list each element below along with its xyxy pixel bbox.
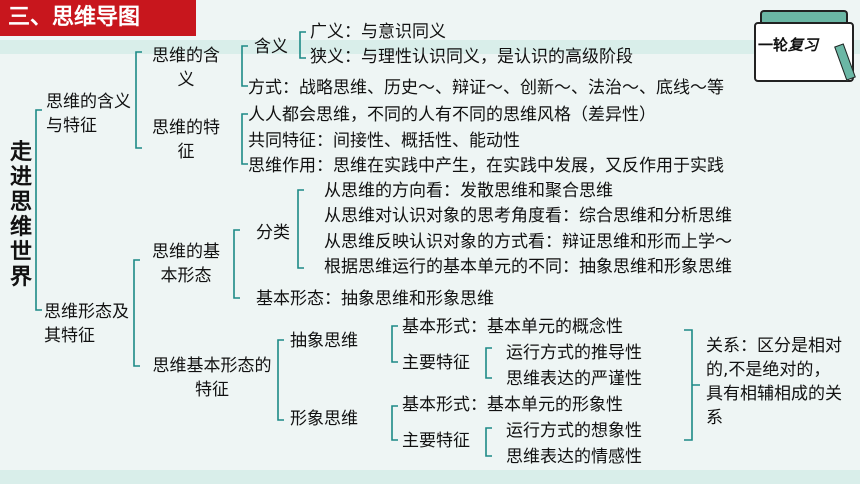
fenlei-bracket xyxy=(297,189,304,269)
category-4: 根据思维运行的基本单元的不同：抽象思维和形象思维 xyxy=(324,257,732,277)
meaning-bracket xyxy=(241,45,248,87)
basic-label: 思维的基本形态 xyxy=(152,242,220,286)
abstract-main-bracket xyxy=(485,347,492,379)
badge-label: 一轮复习 xyxy=(758,34,818,55)
image-label: 形象思维 xyxy=(290,409,358,429)
category-3: 从思维反映认识对象的方式看：辩证思维和形而上学～ xyxy=(324,232,732,252)
badge-clip xyxy=(760,10,848,24)
feature-item-2: 共同特征：间接性、概括性、能动性 xyxy=(248,131,520,151)
branch2-bracket xyxy=(133,259,140,367)
abstract-form: 基本形式：基本单元的概念性 xyxy=(402,317,623,337)
abstract-bracket xyxy=(391,325,398,363)
image-bracket xyxy=(391,405,398,441)
review-badge: 一轮复习 xyxy=(748,4,858,82)
badge-suffix: 复习 xyxy=(788,36,819,54)
abstract-m1: 运行方式的推导性 xyxy=(506,343,642,363)
category-1: 从思维的方向看：发散思维和聚合思维 xyxy=(324,181,613,201)
relation-text: 关系：区分是相对的,不是绝对的，具有相辅相成的关系 xyxy=(706,336,842,428)
image-main: 主要特征 xyxy=(402,431,470,451)
branch1-bracket xyxy=(135,51,142,149)
methods-text: 方式：战略思维、历史～、辩证～、创新～、法治～、底线～等 xyxy=(248,78,724,98)
image-m1: 运行方式的想象性 xyxy=(506,421,642,441)
root-bracket xyxy=(35,109,42,311)
hanyi-label: 含义 xyxy=(254,37,288,57)
branch1-label: 思维的含义与特征 xyxy=(46,92,131,136)
root-node: 走进思维世界 xyxy=(10,140,33,290)
background-stripe xyxy=(0,470,860,484)
background-stripe xyxy=(0,40,860,54)
image-form: 基本形式：基本单元的形象性 xyxy=(402,395,623,415)
relation-bracket xyxy=(684,329,700,441)
category-2: 从思维对认识对象的思考角度看：综合思维和分析思维 xyxy=(324,206,732,226)
abstract-main: 主要特征 xyxy=(402,353,470,373)
abstract-label: 抽象思维 xyxy=(290,331,358,351)
feature-bracket xyxy=(277,339,284,421)
broad-meaning: 广义：与意识同义 xyxy=(310,22,446,42)
image-main-bracket xyxy=(485,427,492,457)
fenlei-label: 分类 xyxy=(256,223,290,243)
feature-item-1: 人人都会思维，不同的人有不同的思维风格（差异性） xyxy=(248,105,656,125)
image-m2: 思维表达的情感性 xyxy=(506,447,642,467)
narrow-meaning: 狭义：与理性认识同义，是认识的高级阶段 xyxy=(310,47,633,67)
features-label: 思维的特征 xyxy=(152,118,220,162)
meaning-label: 思维的含义 xyxy=(152,46,220,90)
feature-item-3: 思维作用：思维在实践中产生，在实践中发展，又反作用于实践 xyxy=(248,156,724,176)
hanyi-bracket xyxy=(299,31,306,59)
features-bracket xyxy=(241,113,248,165)
basic-bracket xyxy=(233,229,240,299)
basic-forms: 基本形态：抽象思维和形象思维 xyxy=(256,289,494,309)
badge-prefix: 一轮 xyxy=(758,36,789,54)
abstract-m2: 思维表达的严谨性 xyxy=(506,369,642,389)
branch2-label: 思维形态及其特征 xyxy=(44,302,129,346)
section-title: 三、思维导图 xyxy=(0,0,196,36)
feature-label: 思维基本形态的特征 xyxy=(152,356,272,400)
